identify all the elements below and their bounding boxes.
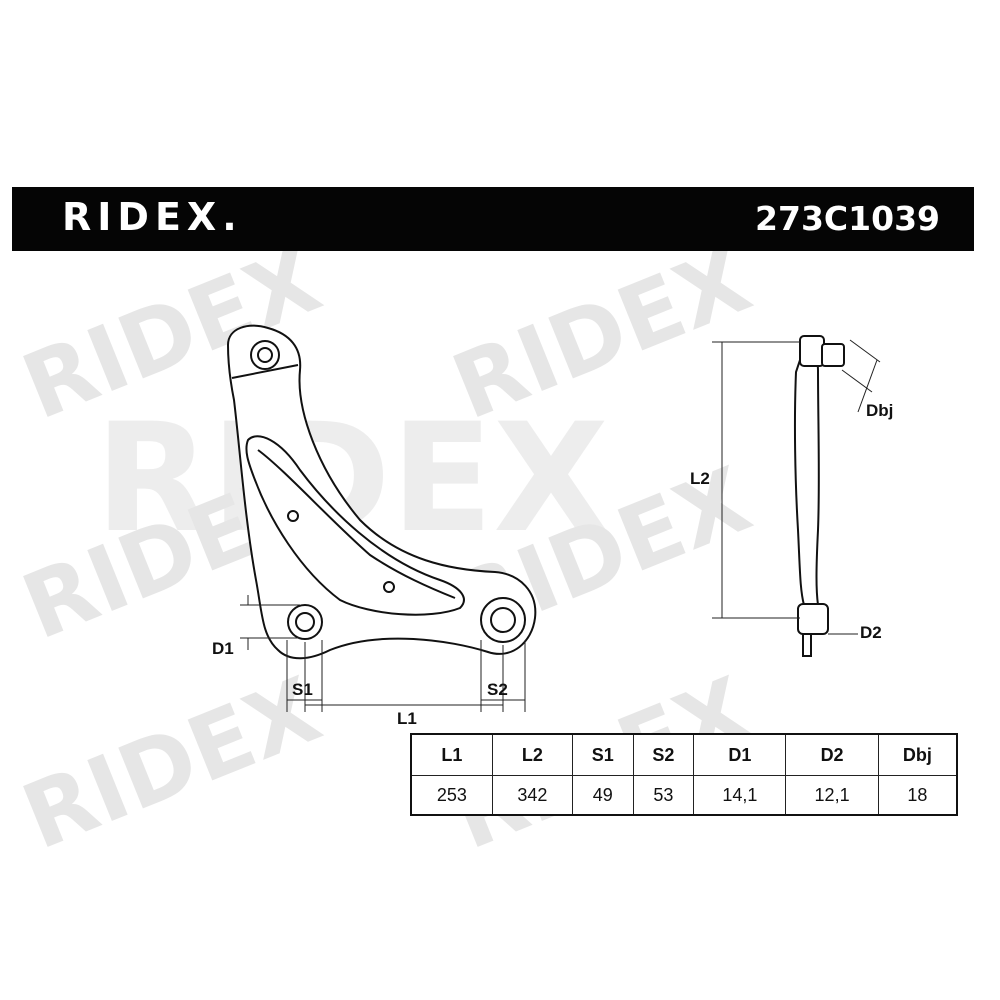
dimension-lines-side — [712, 339, 881, 635]
ball-joint-line — [231, 364, 299, 379]
arm-inner-rib — [245, 435, 465, 616]
ball-joint — [250, 340, 280, 370]
spec-header-cell: L1 — [410, 733, 493, 776]
spec-header-cell: D2 — [785, 733, 879, 776]
dim-label-dbj: Dbj — [866, 401, 893, 420]
hole — [383, 581, 395, 593]
front-bushing-inner — [295, 612, 315, 632]
side-bushing — [797, 603, 829, 635]
spec-table-header-row: L1 L2 S1 S2 D1 D2 Dbj — [410, 733, 958, 776]
brand-logo: RIDEX. — [62, 195, 243, 239]
spec-header-cell: L2 — [491, 733, 573, 776]
spec-header-cell: S1 — [571, 733, 634, 776]
spec-value-cell: 342 — [491, 775, 573, 816]
spec-header-cell: S2 — [632, 733, 695, 776]
spec-value-cell: 18 — [877, 775, 958, 816]
spec-value-cell: 253 — [410, 775, 493, 816]
header-banner: RIDEX. 273C1039 — [12, 187, 974, 251]
spec-value-cell: 49 — [571, 775, 634, 816]
side-arm-body — [793, 353, 820, 606]
spec-value-cell: 53 — [632, 775, 695, 816]
rear-bushing-inner — [490, 607, 516, 633]
dim-label-d2: D2 — [860, 623, 882, 642]
dim-label-l1: L1 — [397, 709, 417, 728]
spec-header-cell: Dbj — [877, 733, 958, 776]
arm-inner-rib-2 — [257, 449, 456, 599]
side-ball-joint — [799, 335, 825, 367]
side-bolt — [802, 633, 812, 657]
watermark-text: RIDEX — [9, 658, 334, 871]
control-arm-front-view — [226, 324, 537, 660]
spec-table: L1 L2 S1 S2 D1 D2 Dbj 253 342 49 53 14,1… — [410, 733, 958, 816]
dim-label-s1: S1 — [292, 680, 313, 699]
dim-label-l2: L2 — [690, 469, 710, 488]
spec-value-cell: 14,1 — [693, 775, 787, 816]
arm-outline — [226, 324, 537, 660]
dim-label-s2: S2 — [487, 680, 508, 699]
dim-label-d1: D1 — [212, 639, 234, 658]
ball-joint-inner — [257, 347, 273, 363]
hole — [287, 510, 299, 522]
spec-table-value-row: 253 342 49 53 14,1 12,1 18 — [410, 775, 958, 816]
side-ball-stud — [821, 343, 845, 367]
spec-value-cell: 12,1 — [785, 775, 879, 816]
dimension-lines-front — [240, 595, 526, 712]
front-bushing — [287, 604, 323, 640]
control-arm-side-view — [793, 335, 845, 657]
spec-header-cell: D1 — [693, 733, 787, 776]
part-number: 273C1039 — [755, 199, 940, 238]
rear-bushing — [480, 597, 526, 643]
